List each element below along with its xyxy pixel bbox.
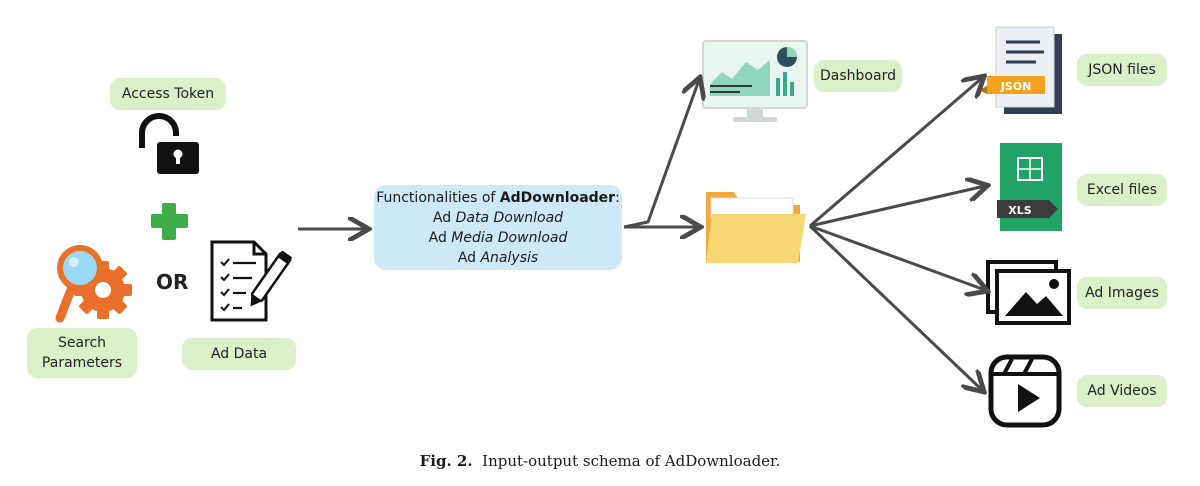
search-gear-icon [55, 245, 132, 323]
heading-prefix: Functionalities of [376, 189, 500, 206]
access-token-text: Access Token [121, 86, 215, 102]
video-play-icon [988, 354, 1062, 428]
item1-italic: Data Download [455, 209, 564, 226]
functionality-media-download: Ad Media Download [429, 228, 568, 248]
ad-data-text: Ad Data [210, 346, 268, 362]
item3-prefix: Ad [457, 249, 481, 266]
dashboard-label: Dashboard [814, 60, 902, 92]
functionality-analysis: Ad Analysis [458, 248, 538, 268]
search-parameters-label: Search Parameters [27, 328, 137, 378]
figure-caption-text: Input-output schema of AdDownloader. [482, 452, 781, 470]
functionality-data-download: Ad Data Download [433, 208, 563, 228]
arrow-to-dashboard [623, 80, 699, 229]
xls-badge-text: XLS [1008, 204, 1031, 217]
figure-caption: Fig. 2. Input-output schema of AdDownloa… [0, 452, 1200, 470]
item2-prefix: Ad [428, 229, 452, 246]
item2-italic: Media Download [451, 229, 568, 246]
functionalities-box: Functionalities of AdDownloader: Ad Data… [374, 185, 622, 270]
json-files-text: JSON files [1088, 62, 1156, 78]
ad-data-label: Ad Data [182, 338, 296, 370]
json-file-icon: JSON [979, 26, 1062, 114]
unlocked-padlock-icon [139, 113, 199, 174]
arrow-to-videos [808, 224, 982, 390]
arrow-to-json [809, 78, 982, 228]
ad-images-label: Ad Images [1077, 277, 1167, 309]
excel-files-text: Excel files [1086, 182, 1158, 198]
ad-videos-label: Ad Videos [1077, 375, 1167, 407]
search-parameters-line2: Parameters [41, 355, 123, 371]
ad-videos-text: Ad Videos [1087, 383, 1157, 399]
ad-images-text: Ad Images [1085, 285, 1159, 301]
item1-prefix: Ad [432, 209, 456, 226]
access-token-label: Access Token [110, 78, 226, 110]
arrow-to-images [809, 224, 985, 290]
json-files-label: JSON files [1077, 54, 1167, 86]
arrow-to-excel [809, 186, 985, 228]
item3-italic: Analysis [480, 249, 539, 266]
heading-suffix: : [615, 189, 620, 206]
functionalities-heading: Functionalities of AdDownloader: [376, 188, 620, 208]
images-icon [986, 260, 1071, 325]
search-parameters-line1: Search [57, 335, 107, 351]
excel-files-label: Excel files [1077, 174, 1167, 206]
or-label: OR [156, 270, 189, 294]
flow-arrows [298, 78, 985, 390]
document-pen-icon [210, 240, 293, 322]
excel-file-icon: XLS [997, 143, 1062, 231]
figure-label: Fig. 2. [419, 452, 473, 470]
folder-icon [706, 192, 806, 263]
plus-icon [151, 203, 188, 240]
dashboard-monitor-icon [702, 40, 808, 122]
dashboard-text: Dashboard [820, 68, 896, 84]
heading-name: AdDownloader [499, 189, 616, 206]
json-badge-text: JSON [1000, 80, 1032, 93]
